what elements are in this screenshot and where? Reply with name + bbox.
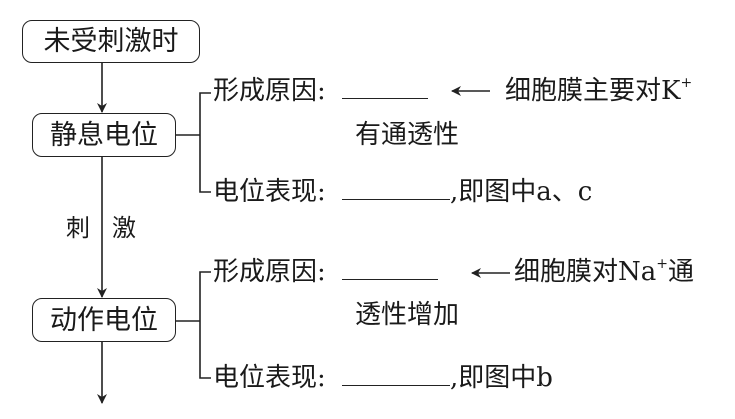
node-action-potential: 动作电位	[32, 298, 176, 342]
k-ion-charge: +	[680, 75, 693, 91]
action-cause-note-suffix: 通	[668, 257, 695, 287]
bracket-resting	[199, 92, 211, 193]
action-expression-blank[interactable]	[342, 385, 451, 386]
stimulus-label-char1: 刺	[66, 214, 90, 242]
resting-cause-continuation: 有通透性	[355, 120, 460, 150]
resting-expression-label: 电位表现:	[213, 177, 326, 207]
na-ion-charge: +	[656, 256, 668, 272]
node-unstimulated-label: 未受刺激时	[43, 26, 179, 57]
bracket-action	[199, 271, 211, 379]
resting-cause-row: 形成原因:	[213, 76, 429, 106]
node-resting-potential-label: 静息电位	[50, 119, 158, 151]
stimulus-label-char2: 激	[112, 214, 136, 242]
action-expression-row: 电位表现: ,即图中b	[213, 365, 553, 391]
resting-expression-row: 电位表现: ,即图中a、c	[213, 179, 592, 205]
action-expression-label: 电位表现:	[213, 363, 326, 393]
resting-expression-suffix: ,即图中a、c	[450, 177, 593, 207]
node-unstimulated: 未受刺激时	[22, 20, 200, 63]
resting-cause-label: 形成原因:	[213, 76, 326, 106]
resting-cause-note: 细胞膜主要对K+	[505, 75, 693, 106]
action-expression-suffix: ,即图中b	[450, 363, 553, 393]
action-cause-continuation: 透性增加	[355, 300, 460, 330]
node-action-potential-label: 动作电位	[50, 304, 158, 336]
resting-expression-blank[interactable]	[342, 199, 451, 200]
resting-cause-note-text: 细胞膜主要对K	[505, 76, 681, 106]
action-cause-note-text: 细胞膜对Na	[514, 257, 657, 287]
action-cause-note: 细胞膜对Na+通	[514, 256, 695, 287]
node-resting-potential: 静息电位	[32, 113, 176, 157]
resting-cause-blank[interactable]	[342, 98, 429, 99]
action-cause-row: 形成原因:	[213, 257, 439, 287]
action-cause-label: 形成原因:	[213, 257, 326, 287]
action-cause-blank[interactable]	[342, 279, 439, 280]
